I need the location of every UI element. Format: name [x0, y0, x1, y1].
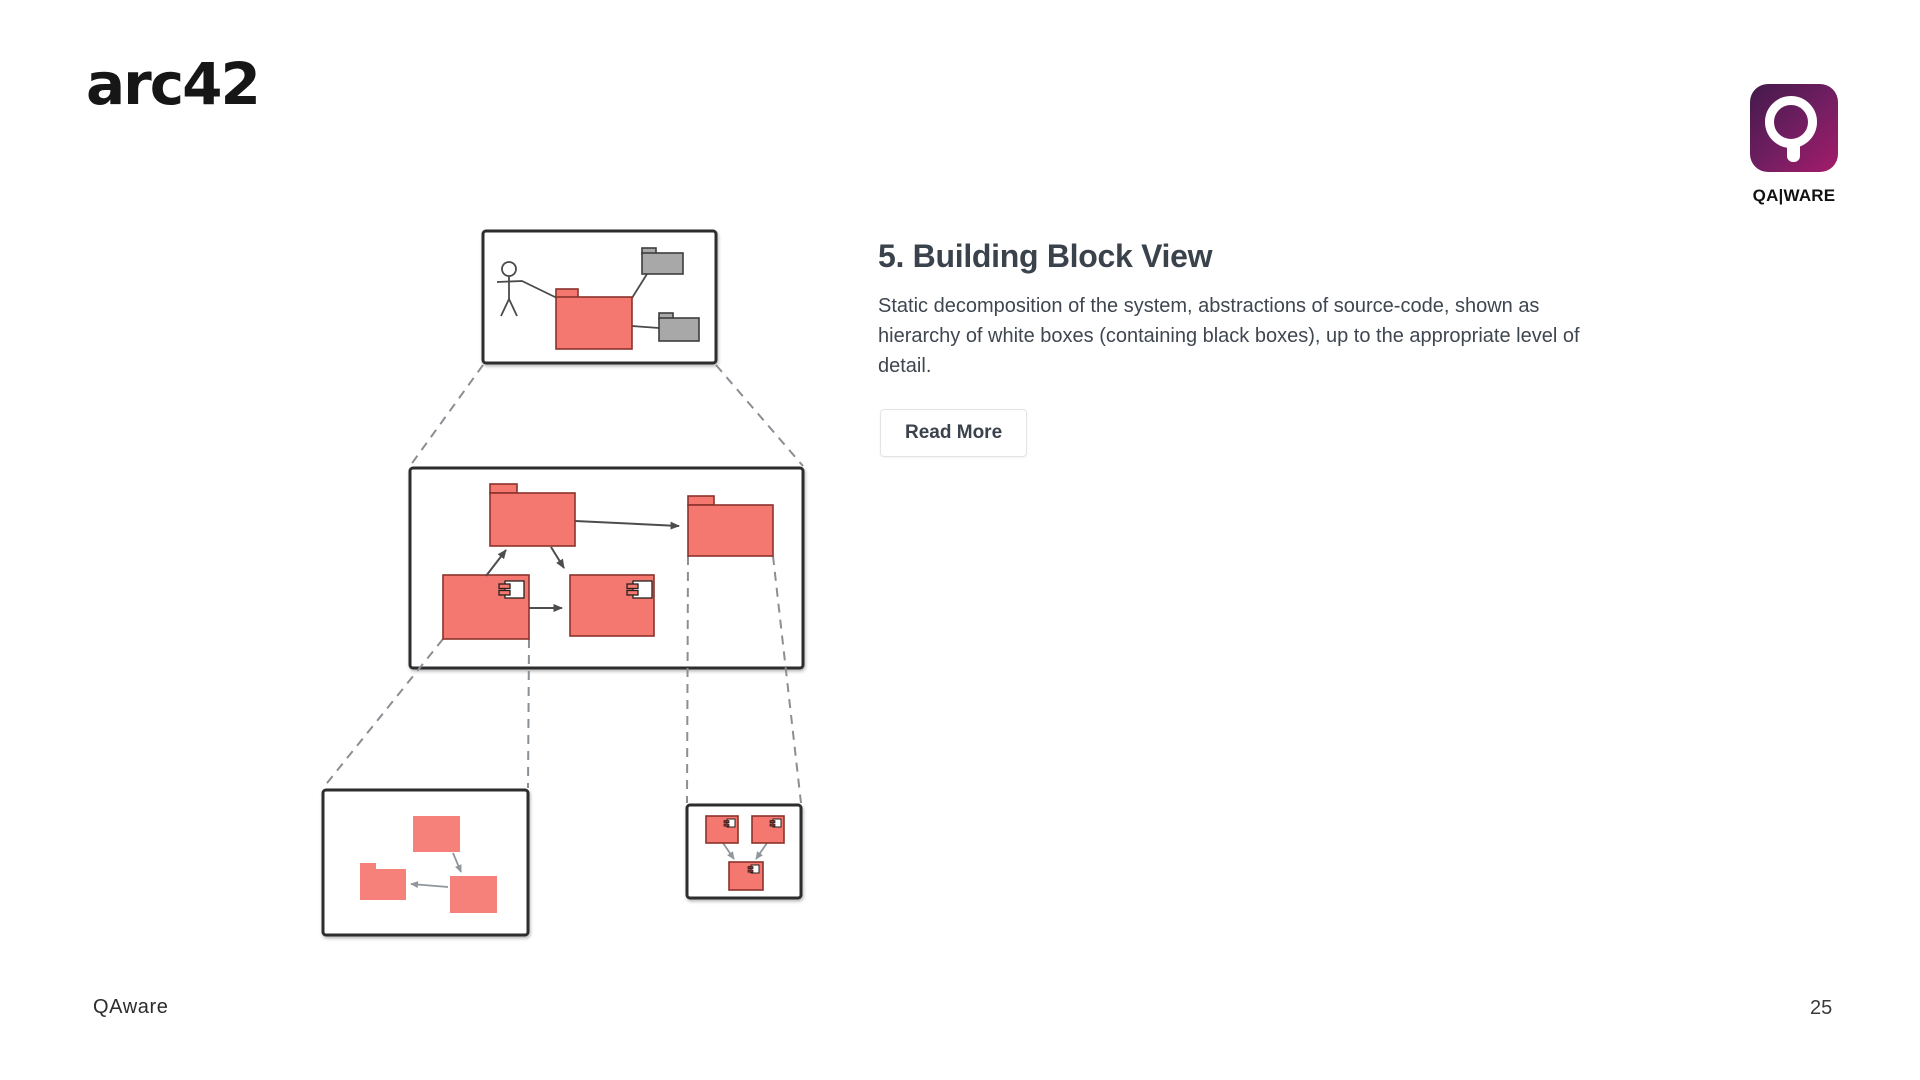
actor-icon [496, 261, 558, 317]
association-line [631, 273, 648, 299]
dependency-arrow [722, 842, 735, 860]
component-box [751, 815, 785, 844]
zoom-connector [527, 638, 530, 789]
read-more-button[interactable]: Read More [880, 409, 1028, 457]
section-heading: 5. Building Block View [878, 238, 1213, 274]
qaware-logo [1750, 84, 1838, 172]
component-box [705, 815, 739, 844]
association-line [631, 325, 660, 329]
dependency-arrow [485, 549, 507, 577]
dependency-arrow [452, 852, 462, 873]
level-2-contents [442, 483, 774, 640]
component-box [569, 574, 655, 637]
gray-folder-icon [658, 312, 700, 342]
section-body: Static decomposition of the system, abst… [878, 295, 1580, 377]
magnifier-stem-icon [1787, 146, 1800, 162]
zoom-connectors [322, 364, 804, 804]
red-folder-icon [360, 863, 406, 900]
qaware-wordmark: QA|WARE [1752, 186, 1836, 205]
dependency-arrow [574, 520, 680, 530]
red-box [413, 816, 460, 852]
red-folder-icon [489, 483, 576, 547]
component-box [442, 574, 530, 640]
uml-component-icon [498, 580, 525, 599]
dependency-arrow [550, 546, 565, 569]
dependency-arrow [410, 881, 449, 889]
page-number: 25 [1810, 997, 1833, 1019]
level-3-left-box [321, 788, 530, 937]
footer-brand: QAware [93, 996, 169, 1018]
red-folder-icon [555, 288, 633, 350]
red-box [450, 876, 497, 913]
uml-component-icon [626, 580, 653, 599]
dependency-arrow [755, 842, 768, 860]
zoom-connector [409, 364, 484, 467]
red-folder-icon [687, 495, 774, 557]
zoom-connector [715, 364, 804, 467]
level-3-left-contents [360, 816, 497, 913]
component-box [728, 861, 764, 891]
building-block-diagram [321, 229, 805, 937]
magnifier-ring-icon [1765, 96, 1817, 148]
arc42-logo-text: arc42 [86, 50, 261, 118]
level-1-contents [496, 247, 700, 350]
gray-folder-icon [641, 247, 684, 275]
zoom-connector [686, 555, 689, 804]
level-3-right-contents [705, 815, 785, 891]
